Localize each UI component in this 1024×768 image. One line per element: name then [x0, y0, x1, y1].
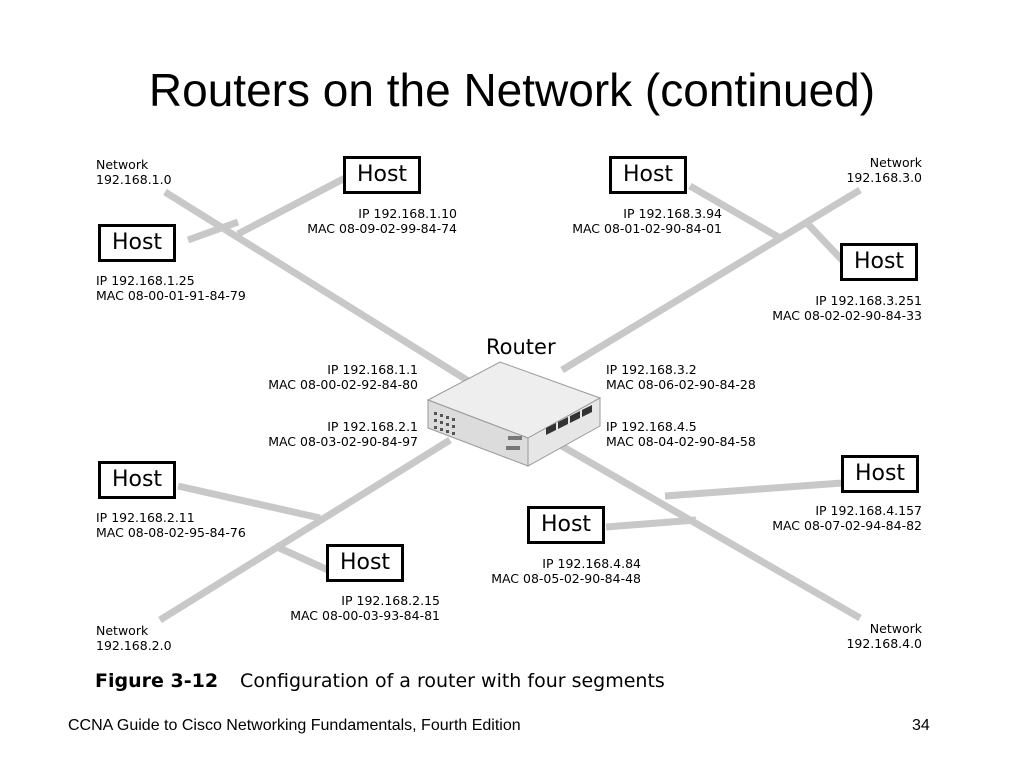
- cable-network-1: [163, 189, 472, 385]
- host-address-label: IP 192.168.2.15 MAC 08-00-03-93-84-81: [290, 593, 440, 623]
- router-port-label: IP 192.168.3.2 MAC 08-06-02-90-84-28: [606, 362, 756, 392]
- network-label: Network 192.168.4.0: [846, 621, 922, 651]
- host-box: Host: [840, 243, 918, 281]
- cable-host-4-84: [605, 516, 697, 531]
- network-label: Network 192.168.2.0: [96, 623, 172, 653]
- cable-host-4-157: [664, 479, 843, 500]
- router-port-label: IP 192.168.1.1 MAC 08-00-02-92-84-80: [268, 362, 418, 392]
- figure-caption-text: Configuration of a router with four segm…: [240, 670, 665, 692]
- router-device: [426, 361, 602, 467]
- host-box: Host: [98, 224, 176, 262]
- footer-book-title: CCNA Guide to Cisco Networking Fundament…: [68, 717, 521, 734]
- router-port-label: IP 192.168.2.1 MAC 08-03-02-90-84-97: [268, 419, 418, 449]
- page-number: 34: [912, 717, 930, 734]
- cable-host-3-94: [688, 182, 782, 242]
- host-address-label: IP 192.168.3.251 MAC 08-02-02-90-84-33: [772, 293, 922, 323]
- host-address-label: IP 192.168.1.10 MAC 08-09-02-99-84-74: [307, 206, 457, 236]
- host-box: Host: [98, 461, 176, 499]
- router-ports: [546, 405, 592, 435]
- host-address-label: IP 192.168.4.157 MAC 08-07-02-94-84-82: [772, 503, 922, 533]
- host-address-label: IP 192.168.2.11 MAC 08-08-02-95-84-76: [96, 510, 246, 540]
- host-box: Host: [326, 544, 404, 582]
- host-box: Host: [343, 156, 421, 194]
- figure-caption: Figure 3-12 Configuration of a router wit…: [95, 670, 665, 692]
- cable-host-3-251: [803, 219, 845, 263]
- network-label: Network 192.168.3.0: [846, 155, 922, 185]
- cable-network-3: [560, 187, 862, 373]
- host-address-label: IP 192.168.3.94 MAC 08-01-02-90-84-01: [572, 206, 722, 236]
- host-address-label: IP 192.168.1.25 MAC 08-00-01-91-84-79: [96, 273, 246, 303]
- cable-host-2-11: [177, 482, 321, 522]
- cable-host-1-25: [186, 218, 240, 244]
- host-address-label: IP 192.168.4.84 MAC 08-05-02-90-84-48: [491, 556, 641, 586]
- cable-network-2: [158, 437, 452, 623]
- figure-number: Figure 3-12: [95, 670, 219, 692]
- cable-network-4: [558, 441, 862, 622]
- network-label: Network 192.168.1.0: [96, 157, 172, 187]
- router-label: Router: [486, 335, 556, 359]
- slide-title: Routers on the Network (continued): [148, 64, 876, 116]
- cable-host-1-10: [236, 174, 347, 238]
- cable-host-2-15: [273, 542, 330, 574]
- host-box: Host: [609, 156, 687, 194]
- host-box: Host: [841, 455, 919, 493]
- host-box: Host: [527, 506, 605, 544]
- router-port-label: IP 192.168.4.5 MAC 08-04-02-90-84-58: [606, 419, 756, 449]
